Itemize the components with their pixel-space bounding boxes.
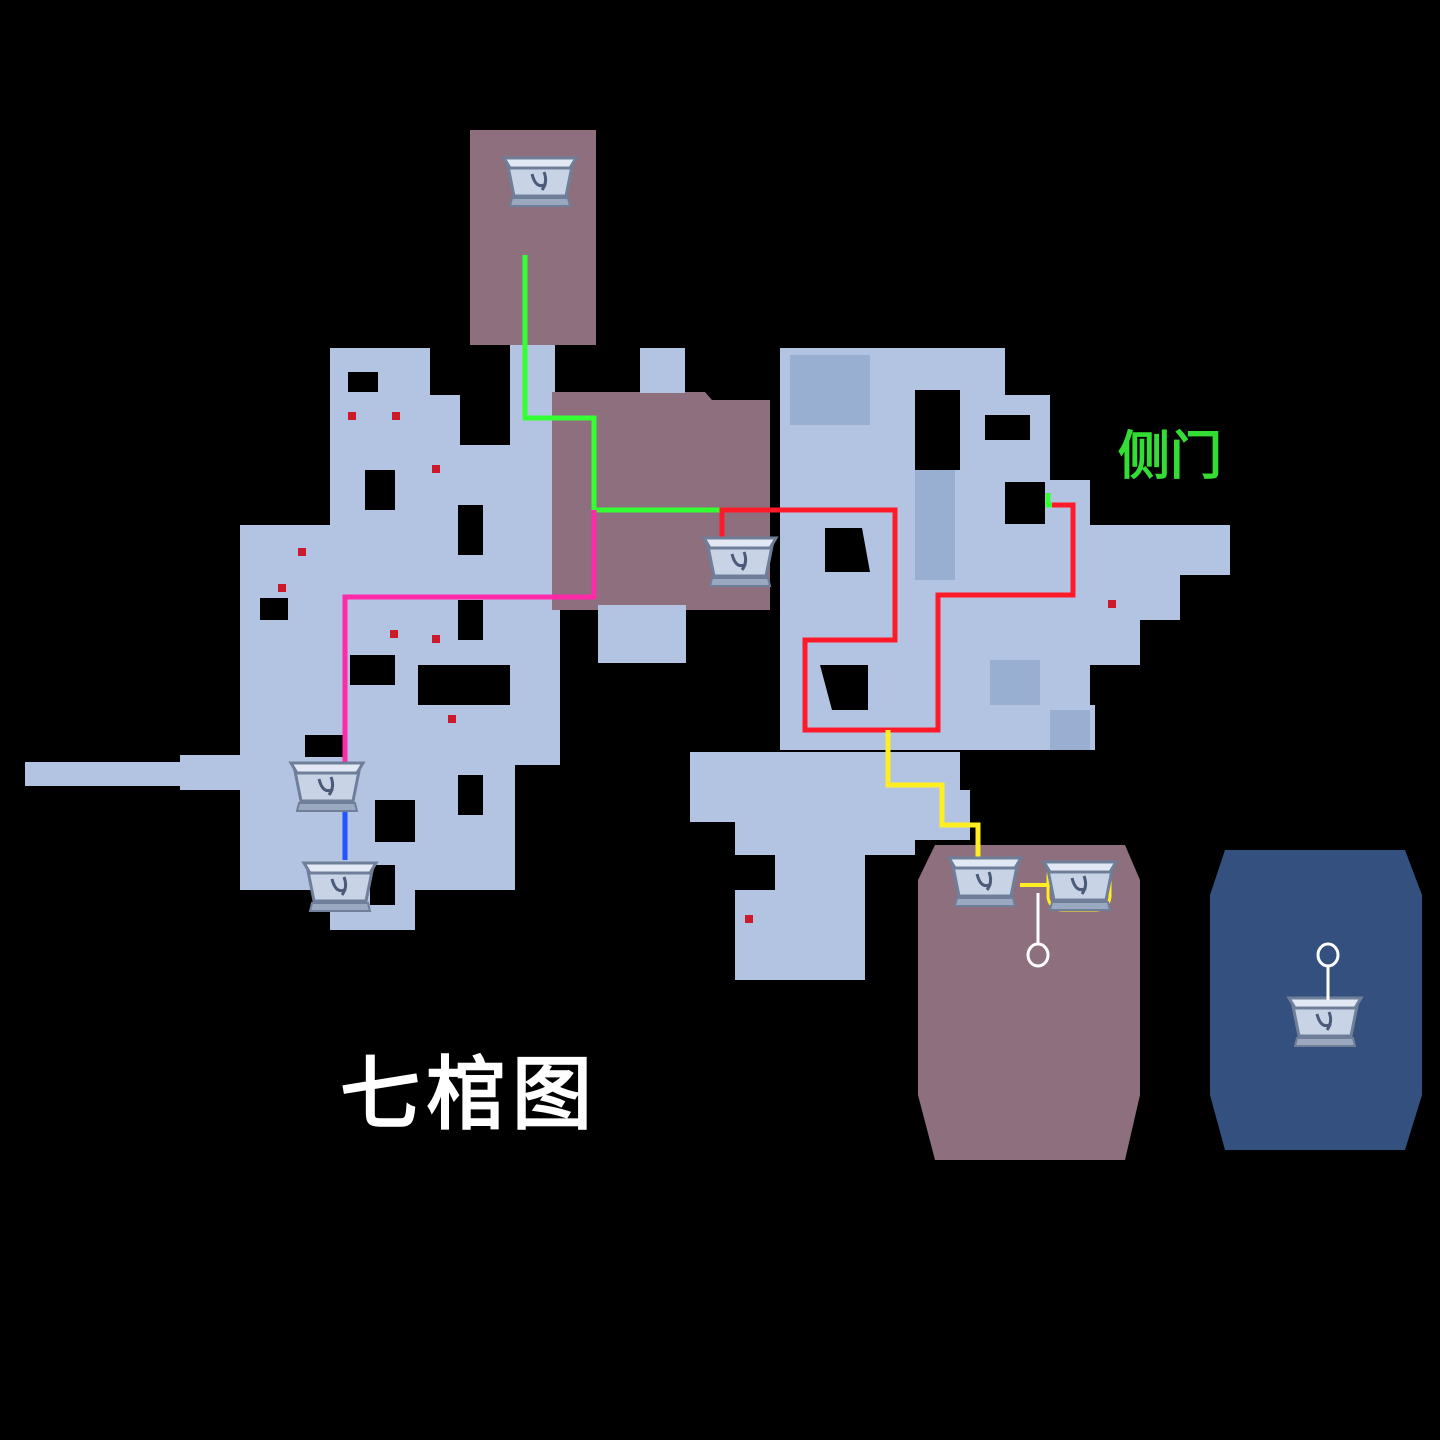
red-markers [278,412,1116,923]
right-wing-shades [790,355,1090,750]
coffin-icon [1287,996,1363,1048]
path-red [719,502,1076,733]
coffin-icon [702,536,778,588]
coffin-icon [302,861,378,913]
side-door-label: 侧门 [1118,427,1223,487]
coffin-icon [289,761,365,813]
right-wing-holes [820,390,1085,710]
path-yellow [885,730,981,858]
central-floor [598,348,686,663]
map-title: 七棺图 [340,1048,598,1141]
path-green [522,255,722,513]
path-magenta [342,510,597,768]
south-chamber [918,845,1140,1160]
key-icon [1316,942,1340,1000]
coffin-icon-highlighted [1042,860,1118,912]
left-wing-holes [260,372,510,905]
key-icon [1026,893,1050,968]
coffin-icon [502,156,578,208]
coffin-icon [947,856,1023,908]
path-green-side-door [1045,493,1052,508]
